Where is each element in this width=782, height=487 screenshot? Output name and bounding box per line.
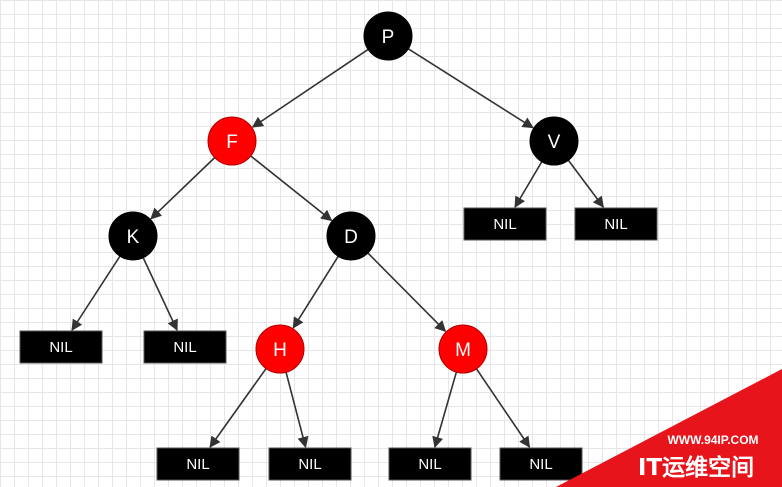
edge-f-to-d: [250, 155, 333, 222]
nil-label: NIL: [418, 456, 441, 473]
node-label: P: [382, 27, 395, 48]
edge-d-to-m: [367, 252, 447, 333]
leaf-nil-h-left: NIL: [156, 447, 240, 481]
nodes: P F V K D H M NIL NIL NIL NIL NIL NIL NIL NIL: [19, 11, 658, 481]
nil-box: [156, 447, 240, 481]
node-circle: [207, 116, 257, 166]
node-circle: [363, 11, 413, 61]
leaf-nil-k-right: NIL: [143, 330, 227, 364]
node-label: H: [273, 340, 287, 361]
nil-box: [19, 330, 103, 364]
node-circle: [326, 211, 376, 261]
watermark-banner: [556, 369, 782, 487]
nil-label: NIL: [529, 456, 552, 473]
tree-node-h: H: [255, 324, 305, 374]
nil-box: [388, 447, 472, 481]
nil-label: NIL: [493, 216, 516, 233]
edge-v-to-nil-v-left: [514, 161, 543, 208]
node-circle: [255, 324, 305, 374]
node-circle: [529, 116, 579, 166]
watermark-brand: IT运维空间: [638, 454, 754, 481]
edge-k-to-nil-k-left: [71, 255, 121, 331]
nil-label: NIL: [186, 456, 209, 473]
edge-p-to-f: [251, 48, 369, 128]
tree-node-f: F: [207, 116, 257, 166]
edge-m-to-nil-m-right: [475, 368, 531, 448]
node-label: V: [548, 132, 561, 153]
leaf-nil-v-right: NIL: [574, 207, 658, 241]
nil-box: [143, 330, 227, 364]
tree-node-v: V: [529, 116, 579, 166]
tree-node-k: K: [108, 211, 158, 261]
leaf-nil-v-left: NIL: [463, 207, 547, 241]
leaf-nil-h-right: NIL: [268, 447, 352, 481]
edges: [71, 48, 604, 449]
tree-node-m: M: [438, 324, 488, 374]
node-label: K: [127, 227, 140, 248]
leaf-nil-k-left: NIL: [19, 330, 103, 364]
nil-label: NIL: [298, 456, 321, 473]
edge-h-to-nil-h-left: [209, 368, 267, 448]
nil-box: [463, 207, 547, 241]
node-label: M: [455, 340, 471, 361]
nil-box: [499, 447, 583, 481]
edge-h-to-nil-h-right: [285, 372, 309, 449]
node-label: D: [344, 227, 358, 248]
watermark-url: WWW.94IP.COM: [667, 433, 758, 447]
leaf-nil-m-right: NIL: [499, 447, 583, 481]
nil-box: [574, 207, 658, 241]
edge-v-to-nil-v-right: [567, 159, 604, 208]
edge-f-to-k: [150, 157, 216, 220]
edge-k-to-nil-k-right: [142, 257, 178, 332]
tree-node-d: D: [326, 211, 376, 261]
nil-label: NIL: [604, 216, 627, 233]
nil-box: [268, 447, 352, 481]
edge-p-to-v: [407, 48, 534, 129]
edge-m-to-nil-m-left: [432, 371, 458, 449]
leaf-nil-m-left: NIL: [388, 447, 472, 481]
node-circle: [108, 211, 158, 261]
node-circle: [438, 324, 488, 374]
edge-d-to-h: [292, 255, 339, 329]
tree-node-p: P: [363, 11, 413, 61]
nil-label: NIL: [173, 339, 196, 356]
node-label: F: [226, 132, 238, 153]
nil-label: NIL: [49, 339, 72, 356]
